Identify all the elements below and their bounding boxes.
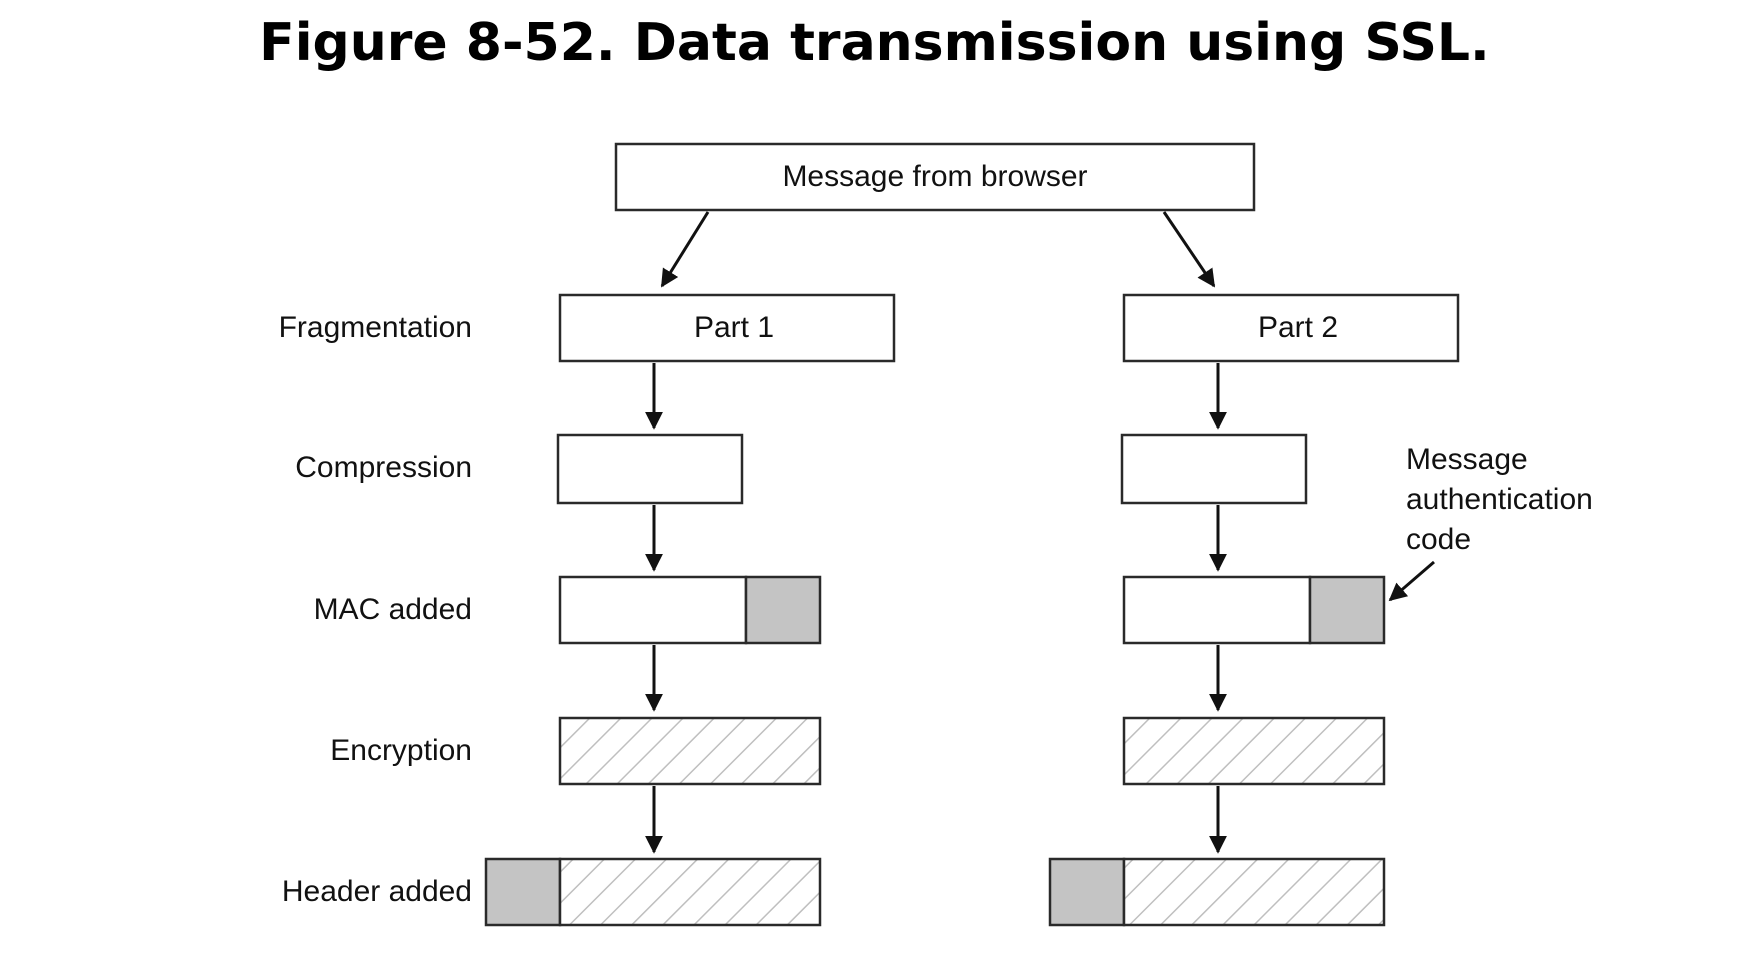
part2-compressed-box [1120, 433, 1308, 505]
part2-data-box [1122, 575, 1312, 645]
part1-box [558, 293, 896, 363]
annotation-line-1: Message [1406, 443, 1528, 476]
part1-header-box [484, 857, 562, 927]
part1-data-box [558, 575, 748, 645]
stage-label-mac-added: MAC added [314, 593, 472, 626]
message-box [614, 142, 1256, 212]
part2-header-box [1048, 857, 1126, 927]
stage-label-encryption: Encryption [330, 734, 472, 767]
part1-encrypted-box [558, 716, 822, 786]
part1-compressed-box [556, 433, 744, 505]
stage-label-compression: Compression [295, 451, 472, 484]
part2-final-encrypted-box [1122, 857, 1386, 927]
annotation-arrow [1388, 560, 1435, 602]
part2-mac-box [1308, 575, 1386, 645]
part1-mac-box [744, 575, 822, 645]
stage-label-fragmentation: Fragmentation [279, 311, 472, 344]
part2-label: Part 2 [1258, 311, 1338, 344]
annotation-line-2: authentication [1406, 483, 1593, 516]
figure-title: Figure 8-52. Data transmission using SSL… [259, 13, 1490, 73]
part2-column: Part 2 [1048, 293, 1460, 927]
part2-encrypted-box [1122, 716, 1386, 786]
arrow-to-part1 [660, 211, 710, 288]
message-label: Message from browser [782, 160, 1087, 193]
part1-final-encrypted-box [558, 857, 822, 927]
part1-column: Part 1 [484, 293, 896, 927]
arrow-to-part2 [1162, 211, 1216, 288]
part2-box [1122, 293, 1460, 363]
annotation-line-3: code [1406, 523, 1471, 556]
part1-label: Part 1 [694, 311, 774, 344]
stage-label-header-added: Header added [282, 875, 472, 908]
